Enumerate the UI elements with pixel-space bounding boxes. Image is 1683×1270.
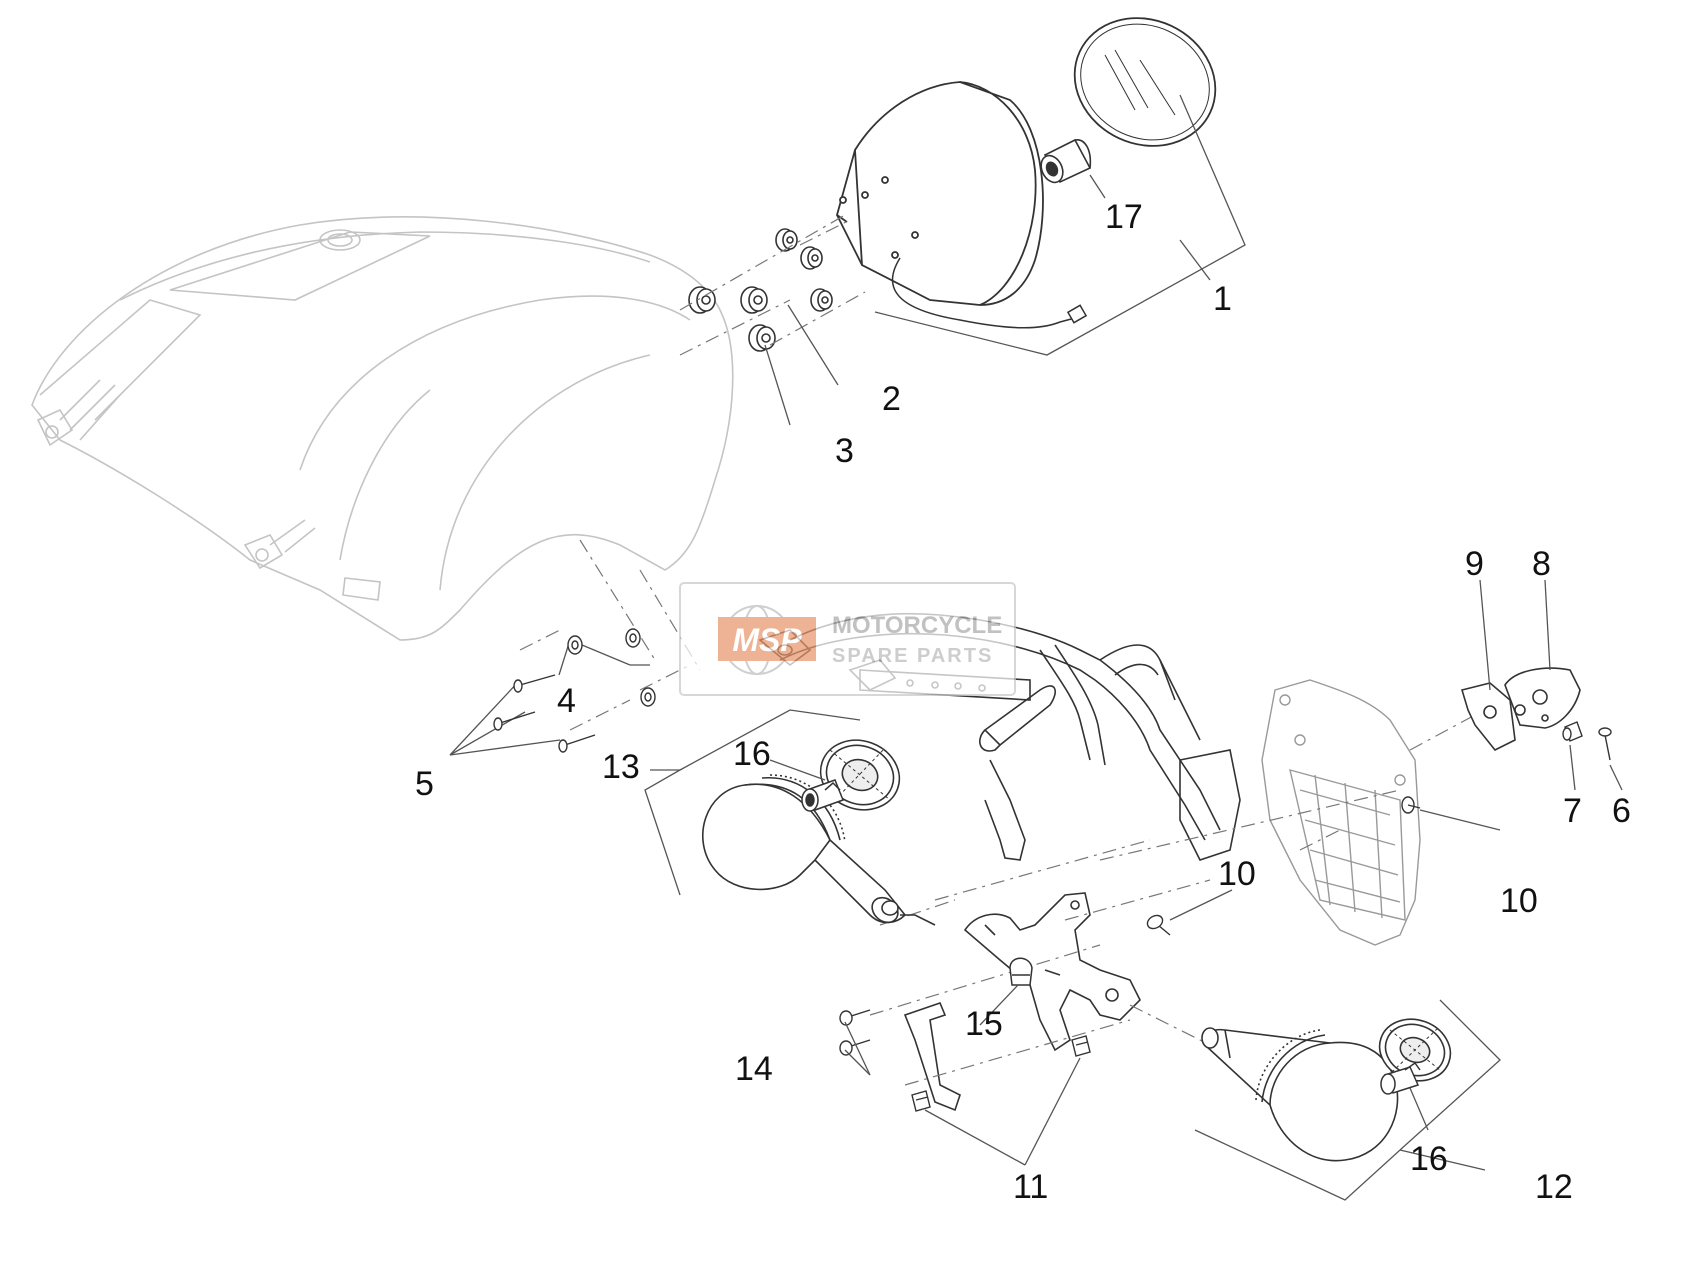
tail-light-cable <box>891 257 1076 329</box>
plate-bracket <box>903 892 1141 1112</box>
part-label-10-right: 10 <box>1500 882 1538 920</box>
watermark-logo-badge <box>718 617 816 661</box>
screw <box>839 1009 871 1026</box>
part-label-1: 1 <box>1213 280 1232 318</box>
bulb-left <box>801 779 844 812</box>
part-label-15: 15 <box>965 1005 1003 1043</box>
washers-4 <box>567 628 656 707</box>
tail-light-body <box>835 81 1044 306</box>
watermark-logo-text: MSP <box>732 622 802 658</box>
leader-lines <box>449 94 1623 1201</box>
watermark-line2: SPARE PARTS <box>832 645 993 667</box>
screw <box>558 734 596 753</box>
watermark: MSP MOTORCYCLE SPARE PARTS <box>679 582 1016 696</box>
clip-15 <box>1009 957 1033 986</box>
screws-5 <box>493 674 596 753</box>
plate-light-bracket <box>1460 682 1516 752</box>
watermark-line1: MOTORCYCLE <box>832 612 1002 639</box>
cable-connector <box>1066 304 1088 324</box>
rear-mudguard <box>31 216 734 641</box>
screws-14 <box>839 1009 871 1056</box>
clip <box>1071 1035 1091 1057</box>
part-label-13: 13 <box>602 748 640 786</box>
screw <box>493 711 536 731</box>
part-label-6: 6 <box>1612 792 1631 830</box>
part-label-4: 4 <box>557 682 576 720</box>
grommet <box>810 288 833 312</box>
part-label-3: 3 <box>835 432 854 470</box>
clip <box>911 1090 931 1112</box>
part-label-9: 9 <box>1465 545 1484 583</box>
bulb-top <box>1040 138 1092 184</box>
license-plate-holder <box>1261 679 1421 946</box>
clips-11 <box>911 1035 1091 1112</box>
part-label-12: 12 <box>1535 1168 1573 1206</box>
screw <box>513 674 556 693</box>
screw-6 <box>1598 727 1612 761</box>
grommet <box>775 228 798 252</box>
part-label-8: 8 <box>1532 545 1551 583</box>
part-label-17: 17 <box>1105 198 1143 236</box>
screw <box>839 1039 871 1056</box>
turn-signal-right <box>1201 1027 1399 1162</box>
part-label-14: 14 <box>735 1050 773 1088</box>
part-label-5: 5 <box>415 765 434 803</box>
grommet <box>740 286 768 314</box>
part-label-2: 2 <box>882 380 901 418</box>
part-number-labels: 1 2 3 4 5 6 7 8 9 10 10 11 12 13 14 15 1… <box>415 198 1631 1206</box>
part-label-11: 11 <box>1013 1168 1048 1206</box>
bulb-right <box>1380 1061 1421 1095</box>
part-label-7: 7 <box>1563 792 1582 830</box>
grommet-assembly-lines <box>679 214 866 356</box>
bracket-assembly-lines <box>869 789 1401 1086</box>
plate-holder-assembly-lines <box>1299 714 1476 851</box>
part-label-16-left: 16 <box>733 735 771 773</box>
turn-signal-right-cap <box>1378 1018 1452 1082</box>
screw-10-right <box>1401 796 1421 814</box>
washer <box>625 628 641 648</box>
screw-10-center <box>1146 914 1171 936</box>
washer <box>640 687 656 707</box>
part-label-16-right: 16 <box>1410 1140 1448 1178</box>
tail-light-lens <box>1073 17 1217 147</box>
grommet <box>688 286 716 314</box>
part-label-10-center: 10 <box>1218 855 1256 893</box>
grommet <box>800 246 823 270</box>
grommet <box>748 324 776 352</box>
plate-light <box>1504 667 1581 729</box>
grommets <box>688 228 833 352</box>
mudguard-assembly-lines <box>519 539 701 731</box>
washer <box>567 635 583 655</box>
plate-light-bulb <box>1562 721 1583 742</box>
